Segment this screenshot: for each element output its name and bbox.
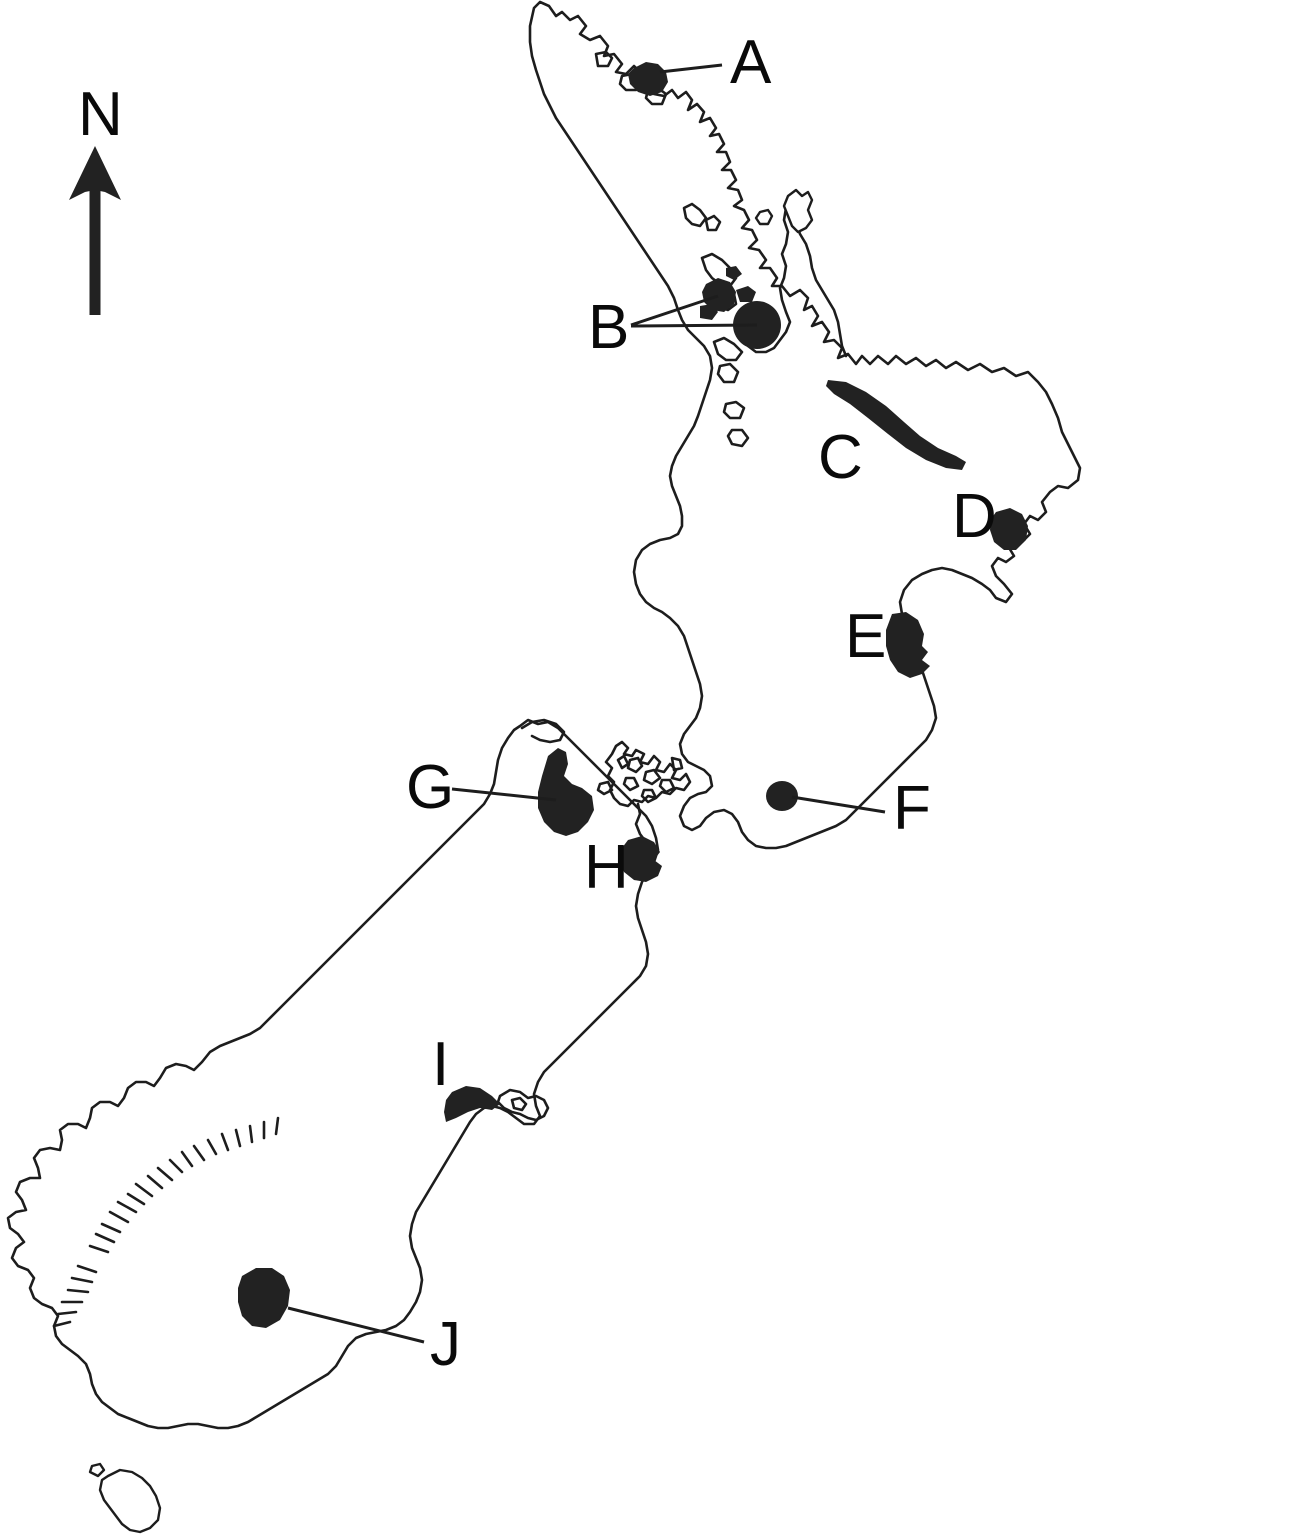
label-f: F bbox=[893, 774, 931, 843]
blob-j bbox=[238, 1268, 290, 1328]
manukau-harbour-detail bbox=[712, 336, 744, 384]
north-arrow-label: N bbox=[78, 80, 123, 149]
great-barrier-island bbox=[782, 188, 814, 234]
leader-line-b1 bbox=[630, 294, 719, 327]
north-arrow-head bbox=[69, 146, 121, 200]
label-j: J bbox=[430, 1310, 461, 1379]
label-d: D bbox=[952, 482, 997, 551]
label-a: A bbox=[730, 28, 772, 97]
leader-line-b2 bbox=[630, 323, 758, 328]
fiordland-sounds-detail bbox=[52, 1116, 280, 1328]
banks-peninsula bbox=[496, 1088, 550, 1122]
blob-f bbox=[766, 781, 798, 811]
blob-c bbox=[826, 380, 966, 470]
leader-line-f bbox=[791, 795, 886, 814]
north-arrow: N bbox=[69, 80, 123, 315]
blob-b-detail bbox=[700, 266, 756, 320]
label-c: C bbox=[818, 423, 863, 492]
north-island-coastline bbox=[528, 0, 1082, 850]
leader-line-g bbox=[451, 787, 557, 802]
south-island-coastline bbox=[6, 718, 660, 1430]
blob-a bbox=[628, 62, 668, 96]
little-barrier-island bbox=[754, 208, 774, 226]
blob-b-1 bbox=[702, 278, 736, 312]
label-b: B bbox=[588, 293, 629, 362]
label-g: G bbox=[406, 753, 454, 822]
blob-h bbox=[620, 836, 662, 882]
south-island bbox=[6, 718, 692, 1534]
north-island bbox=[528, 0, 1082, 850]
leader-lines bbox=[287, 63, 886, 1344]
farewell-spit-detail bbox=[520, 718, 566, 744]
marlborough-sounds bbox=[596, 740, 692, 808]
label-e: E bbox=[845, 602, 886, 671]
blob-g bbox=[538, 748, 594, 836]
small-offshore-islet bbox=[88, 1462, 106, 1478]
blob-i bbox=[444, 1086, 500, 1122]
leader-line-j bbox=[287, 1306, 425, 1344]
distribution-regions bbox=[238, 62, 1028, 1328]
northland-harbour-detail bbox=[682, 202, 722, 232]
stewart-island bbox=[98, 1468, 162, 1534]
north-west-coast-detail bbox=[722, 400, 750, 448]
blob-d bbox=[990, 508, 1028, 550]
region-labels: A B C D E F G H I J bbox=[406, 28, 997, 1379]
label-i: I bbox=[432, 1030, 449, 1099]
blob-e bbox=[886, 612, 930, 678]
label-h: H bbox=[584, 833, 629, 902]
leader-line-a bbox=[659, 63, 723, 74]
